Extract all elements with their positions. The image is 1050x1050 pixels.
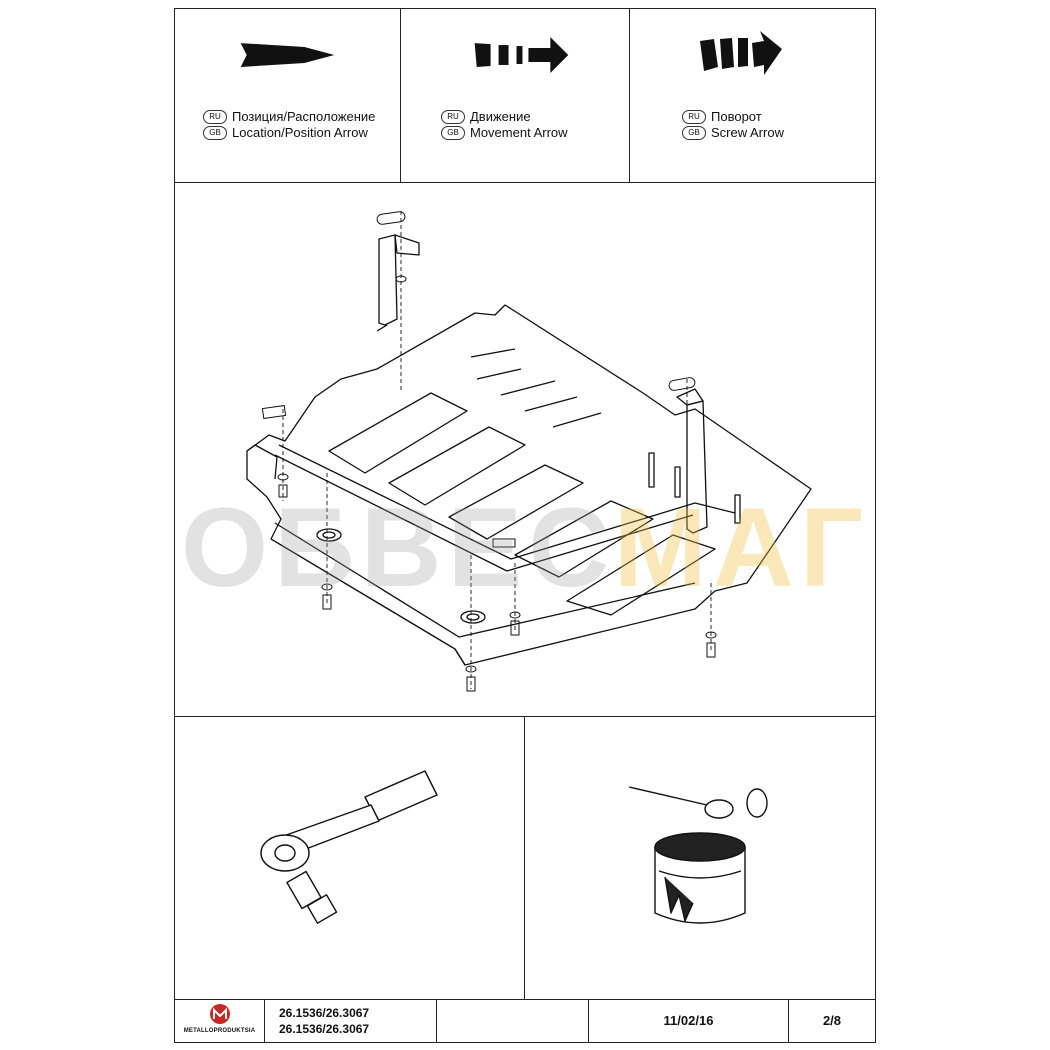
ratchet-wrench-panel [175, 717, 525, 1000]
skid-plate-outline [246, 304, 812, 666]
logo-cell: METALLOPRODUKTSIA [175, 1000, 265, 1042]
plate-window-1 [328, 392, 468, 474]
legend-screw-ru: Поворот [711, 109, 762, 124]
metalloproduktsia-logo-icon [210, 1004, 230, 1024]
assembly-drawing: ОБВЕСМАГ [175, 183, 875, 717]
plate-window-2 [388, 426, 526, 506]
legend-location-ru: Позиция/Расположение [232, 109, 376, 124]
legend-movement-gb: Movement Arrow [470, 125, 568, 140]
part-number-cell: 26.1536/26.3067 26.1536/26.3067 [265, 1000, 437, 1042]
left-bracket [378, 234, 398, 326]
movement-arrow-icon [474, 37, 569, 73]
part-number-2: 26.1536/26.3067 [279, 1022, 370, 1036]
logo-text: METALLOPRODUKTSIA [183, 1028, 256, 1034]
title-block: METALLOPRODUKTSIA 26.1536/26.3067 26.153… [175, 1000, 875, 1042]
part-number-1: 26.1536/26.3067 [279, 1006, 370, 1020]
tools-row [175, 717, 875, 1000]
gb-badge: GB [203, 126, 227, 140]
fastener-set [261, 211, 717, 692]
grease-panel [525, 717, 875, 1000]
page-cell: 2/8 [789, 1000, 875, 1042]
legend-movement: RU Движение GB Movement Arrow [401, 9, 630, 183]
grease-can-icon [628, 786, 768, 924]
gb-badge: GB [682, 126, 706, 140]
ratchet-wrench-icon [260, 770, 438, 924]
legend-screw-text: RU Поворот GB Screw Arrow [682, 109, 784, 141]
arrow-legend: RU Позиция/Расположение GB Location/Positi… [175, 9, 875, 183]
screw-arrow-icon [700, 31, 782, 75]
date-cell: 11/02/16 [589, 1000, 789, 1042]
legend-location-gb: Location/Position Arrow [232, 125, 368, 140]
legend-screw: RU Поворот GB Screw Arrow [630, 9, 875, 183]
ru-badge: RU [441, 110, 465, 124]
plate-window-3 [448, 464, 584, 540]
gb-badge: GB [441, 126, 465, 140]
plate-window-4 [514, 500, 654, 578]
location-arrow-icon [240, 43, 335, 67]
skid-plate-drawing [246, 211, 812, 692]
blank-cell [437, 1000, 589, 1042]
drain-hole-2 [460, 610, 486, 624]
instruction-sheet: RU Позиция/Расположение GB Location/Positi… [174, 8, 876, 1043]
legend-location: RU Позиция/Расположение GB Location/Positi… [175, 9, 401, 183]
plate-window-5 [566, 534, 716, 616]
legend-movement-ru: Движение [470, 109, 531, 124]
page-number: 2/8 [822, 1013, 842, 1028]
document-date: 11/02/16 [663, 1013, 714, 1028]
ru-badge: RU [203, 110, 227, 124]
legend-screw-gb: Screw Arrow [711, 125, 784, 140]
ru-badge: RU [682, 110, 706, 124]
drain-hole-1 [316, 528, 342, 542]
legend-location-text: RU Позиция/Расположение GB Location/Positi… [203, 109, 375, 141]
legend-movement-text: RU Движение GB Movement Arrow [441, 109, 568, 141]
